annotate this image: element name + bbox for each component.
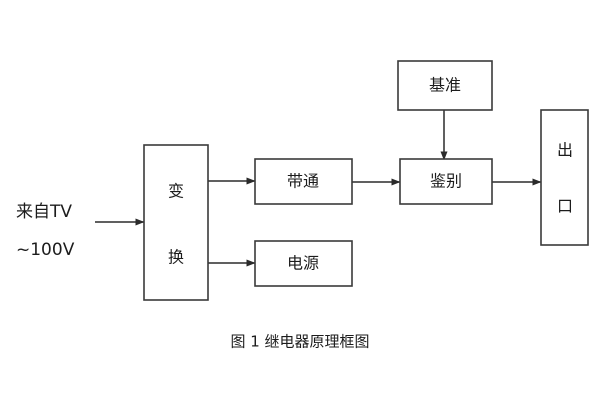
block-reference-label: 基准: [429, 76, 461, 95]
block-output-label-2: 口: [557, 197, 573, 216]
block-discriminator-label: 鉴别: [430, 172, 462, 191]
block-power-label: 电源: [287, 254, 319, 273]
block-output-label-1: 出: [557, 141, 573, 160]
input-source-label-line1: 来自TV: [16, 202, 72, 222]
block-output[interactable]: [540, 109, 589, 246]
input-source-label-line2: ~100V: [16, 240, 75, 260]
block-bandpass[interactable]: [254, 158, 353, 205]
block-reference[interactable]: [397, 60, 493, 111]
block-discriminator[interactable]: [399, 158, 493, 205]
block-power[interactable]: [254, 240, 353, 287]
block-transform-label-1: 变: [168, 182, 184, 201]
block-transform-label-2: 换: [168, 248, 184, 267]
figure-caption: 图 1 继电器原理框图: [230, 333, 369, 351]
block-bandpass-label: 带通: [287, 172, 319, 191]
block-transform[interactable]: [143, 144, 209, 301]
